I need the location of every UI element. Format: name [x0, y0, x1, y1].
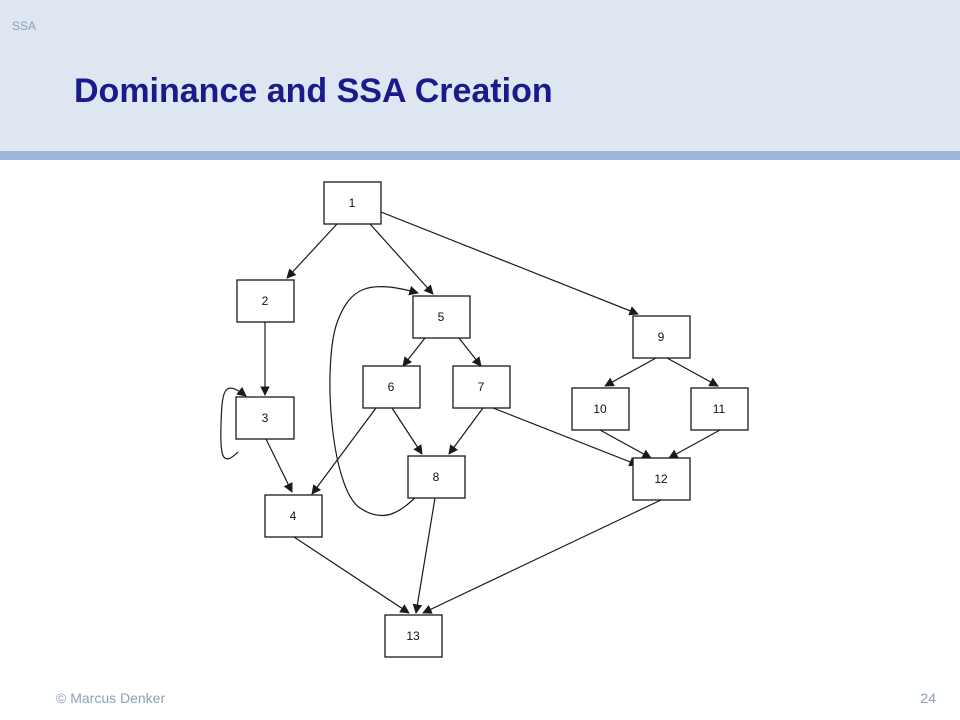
node-6-label: 6	[388, 380, 395, 394]
node-11-label: 11	[713, 402, 726, 416]
edge-8-5-back	[329, 285, 419, 517]
edge-12-13	[422, 499, 662, 614]
node-7-label: 7	[478, 380, 485, 394]
edge-1-5	[369, 223, 434, 295]
node-3-label: 3	[262, 411, 269, 425]
edge-3-3-loop	[220, 386, 247, 460]
edge-6-4	[311, 407, 377, 495]
page-number: 24	[920, 690, 936, 706]
node-10-label: 10	[593, 402, 607, 416]
node-1-label: 1	[349, 196, 356, 210]
footer-author: © Marcus Denker	[56, 690, 166, 706]
node-8-label: 8	[433, 470, 440, 484]
node-9-label: 9	[658, 330, 665, 344]
node-5-label: 5	[438, 310, 445, 324]
node-2: 2	[236, 279, 295, 323]
edge-9-11	[666, 357, 719, 387]
node-10: 10	[571, 387, 630, 431]
edges	[220, 211, 721, 614]
edge-1-9	[380, 211, 639, 316]
node-5: 5	[412, 295, 471, 339]
node-12: 12	[632, 457, 691, 501]
edge-9-10	[604, 357, 657, 387]
section-label: SSA	[12, 19, 37, 33]
node-12-label: 12	[654, 472, 668, 486]
edge-5-7	[458, 337, 482, 367]
node-3: 3	[235, 396, 295, 440]
slide-header	[0, 0, 960, 151]
node-6: 6	[362, 365, 421, 409]
node-8: 8	[407, 455, 466, 499]
node-2-label: 2	[262, 294, 269, 308]
edge-5-6	[402, 337, 426, 367]
node-7: 7	[452, 365, 511, 409]
edge-3-4	[265, 438, 293, 493]
node-4-label: 4	[290, 509, 297, 523]
node-4: 4	[264, 494, 323, 538]
node-1: 1	[323, 181, 382, 225]
edge-7-8	[448, 407, 484, 455]
slide-title: Dominance and SSA Creation	[74, 72, 553, 110]
edge-7-12	[492, 407, 639, 467]
edge-11-12	[668, 429, 721, 459]
node-13-label: 13	[406, 629, 420, 643]
header-rule	[0, 151, 960, 160]
node-11: 11	[690, 387, 749, 431]
edge-6-8	[391, 407, 423, 455]
edge-1-2	[286, 223, 338, 279]
control-flow-graph: 1 2 3 4 5 6 7 8 9 10 11 12	[220, 181, 749, 658]
edge-10-12	[599, 429, 652, 459]
node-13: 13	[384, 614, 443, 658]
edge-8-13	[412, 497, 436, 614]
node-9: 9	[632, 315, 691, 359]
edge-4-13	[293, 536, 410, 614]
